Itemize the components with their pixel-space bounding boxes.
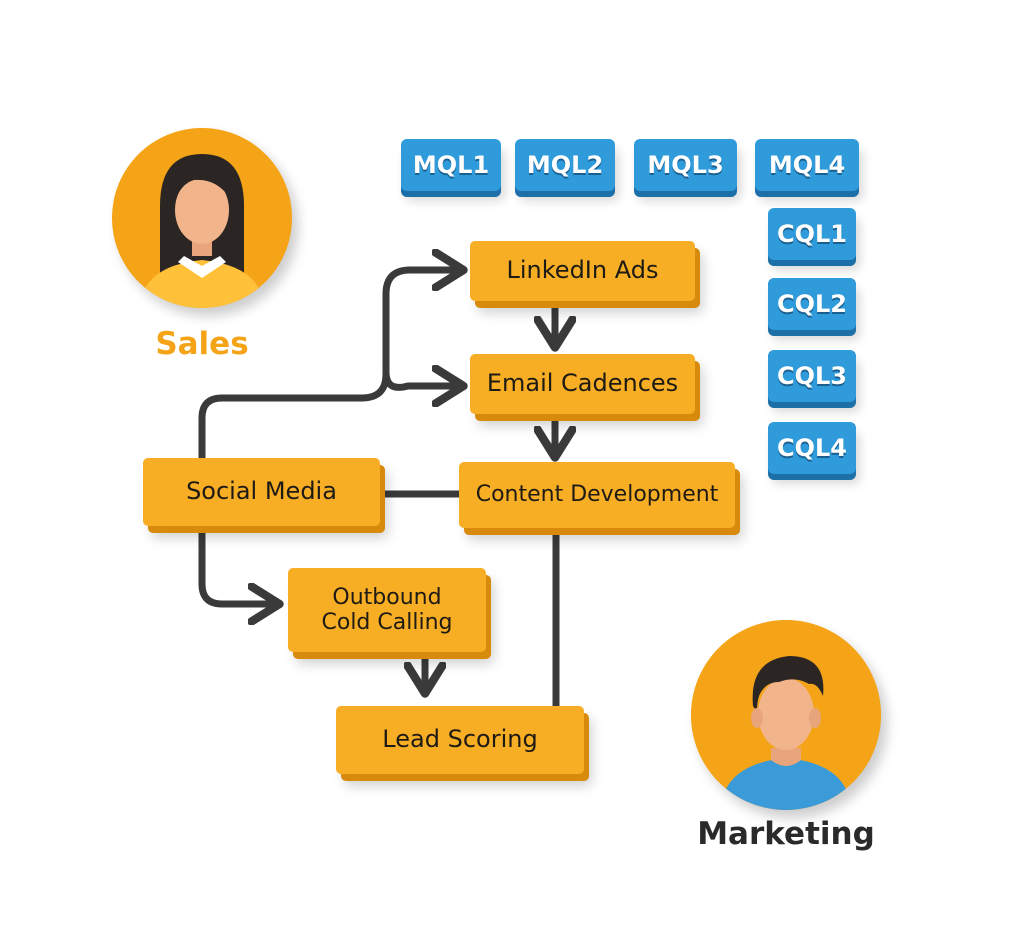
cql-tag-3: CQL3 [768, 350, 856, 402]
content-development-node: Content Development [459, 462, 735, 528]
marketing-label: Marketing [697, 816, 875, 852]
linkedin-ads-node: LinkedIn Ads [470, 241, 695, 301]
outbound-label-line1: Outbound [332, 584, 442, 610]
woman-icon [112, 128, 292, 308]
cql-tag-2: CQL2 [768, 278, 856, 330]
sales-avatar [112, 128, 292, 308]
email-cadences-node: Email Cadences [470, 354, 695, 414]
mql-tag-1: MQL1 [401, 139, 501, 191]
edge-social-to-outbound [198, 524, 276, 604]
mql-tag-3: MQL3 [634, 139, 737, 191]
man-icon [691, 620, 881, 810]
mql-tag-2: MQL2 [515, 139, 615, 191]
edge-social-to-email [382, 372, 460, 387]
lead-scoring-node: Lead Scoring [336, 706, 584, 774]
cql-tag-4: CQL4 [768, 422, 856, 474]
sales-label: Sales [155, 326, 249, 362]
outbound-cold-calling-node: Outbound Cold Calling [288, 568, 486, 652]
cql-tag-1: CQL1 [768, 208, 856, 260]
outbound-label-line2: Cold Calling [321, 610, 453, 635]
mql-tag-4: MQL4 [755, 139, 859, 191]
marketing-avatar [691, 620, 881, 810]
edge-social-to-linkedin [198, 270, 460, 462]
social-media-node: Social Media [143, 458, 380, 526]
